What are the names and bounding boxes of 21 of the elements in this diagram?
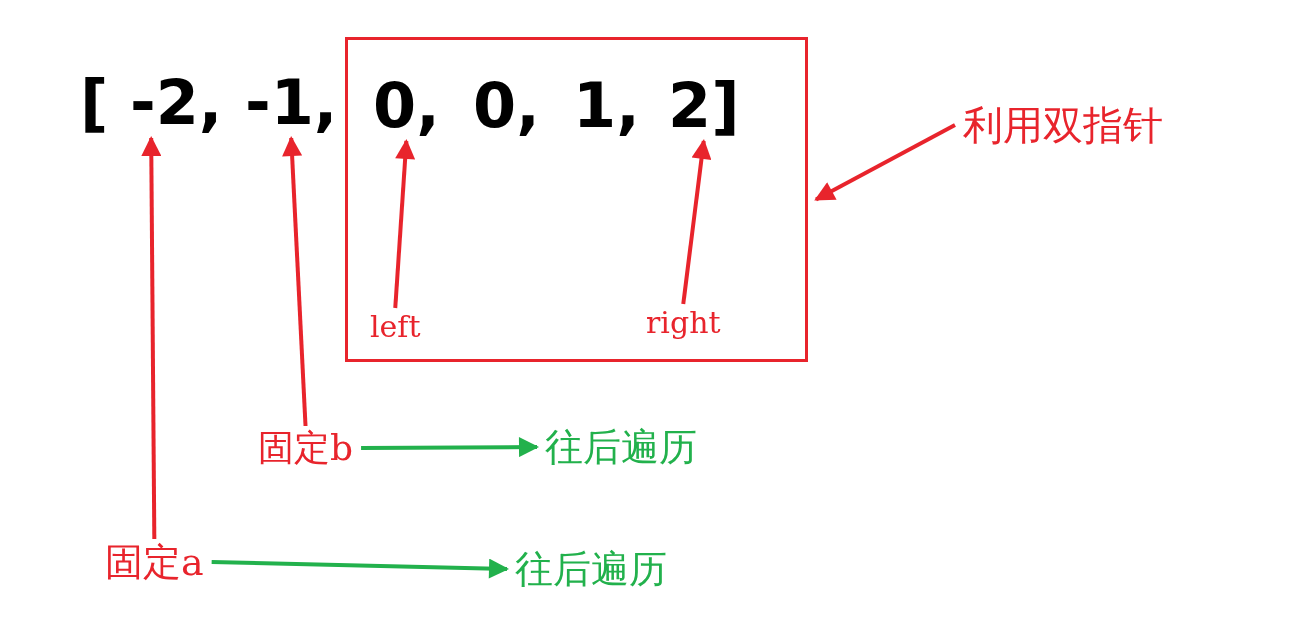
arrow [681,139,712,305]
array-element: [ -2, [80,72,223,134]
annotation-text: 往后遍历 [515,550,667,588]
annotation-text: 往后遍历 [545,428,697,466]
array-element: -1, [245,72,338,134]
array-element: 1, [573,75,640,137]
array-element: 2] [668,75,740,137]
arrow [211,558,509,579]
pointer-label: left [370,312,421,342]
annotation-text: 固定b [258,430,354,466]
array-element: 0, [373,75,440,137]
pointer-label: right [646,308,721,338]
annotation-text: 利用双指针 [963,105,1163,145]
arrow [361,437,539,458]
arrow [393,139,416,309]
arrow [141,136,162,539]
annotation-text: 固定a [105,543,204,581]
arrow [814,123,956,202]
highlight-box [345,37,808,362]
arrow [282,136,308,427]
array-element: 0, [473,75,540,137]
